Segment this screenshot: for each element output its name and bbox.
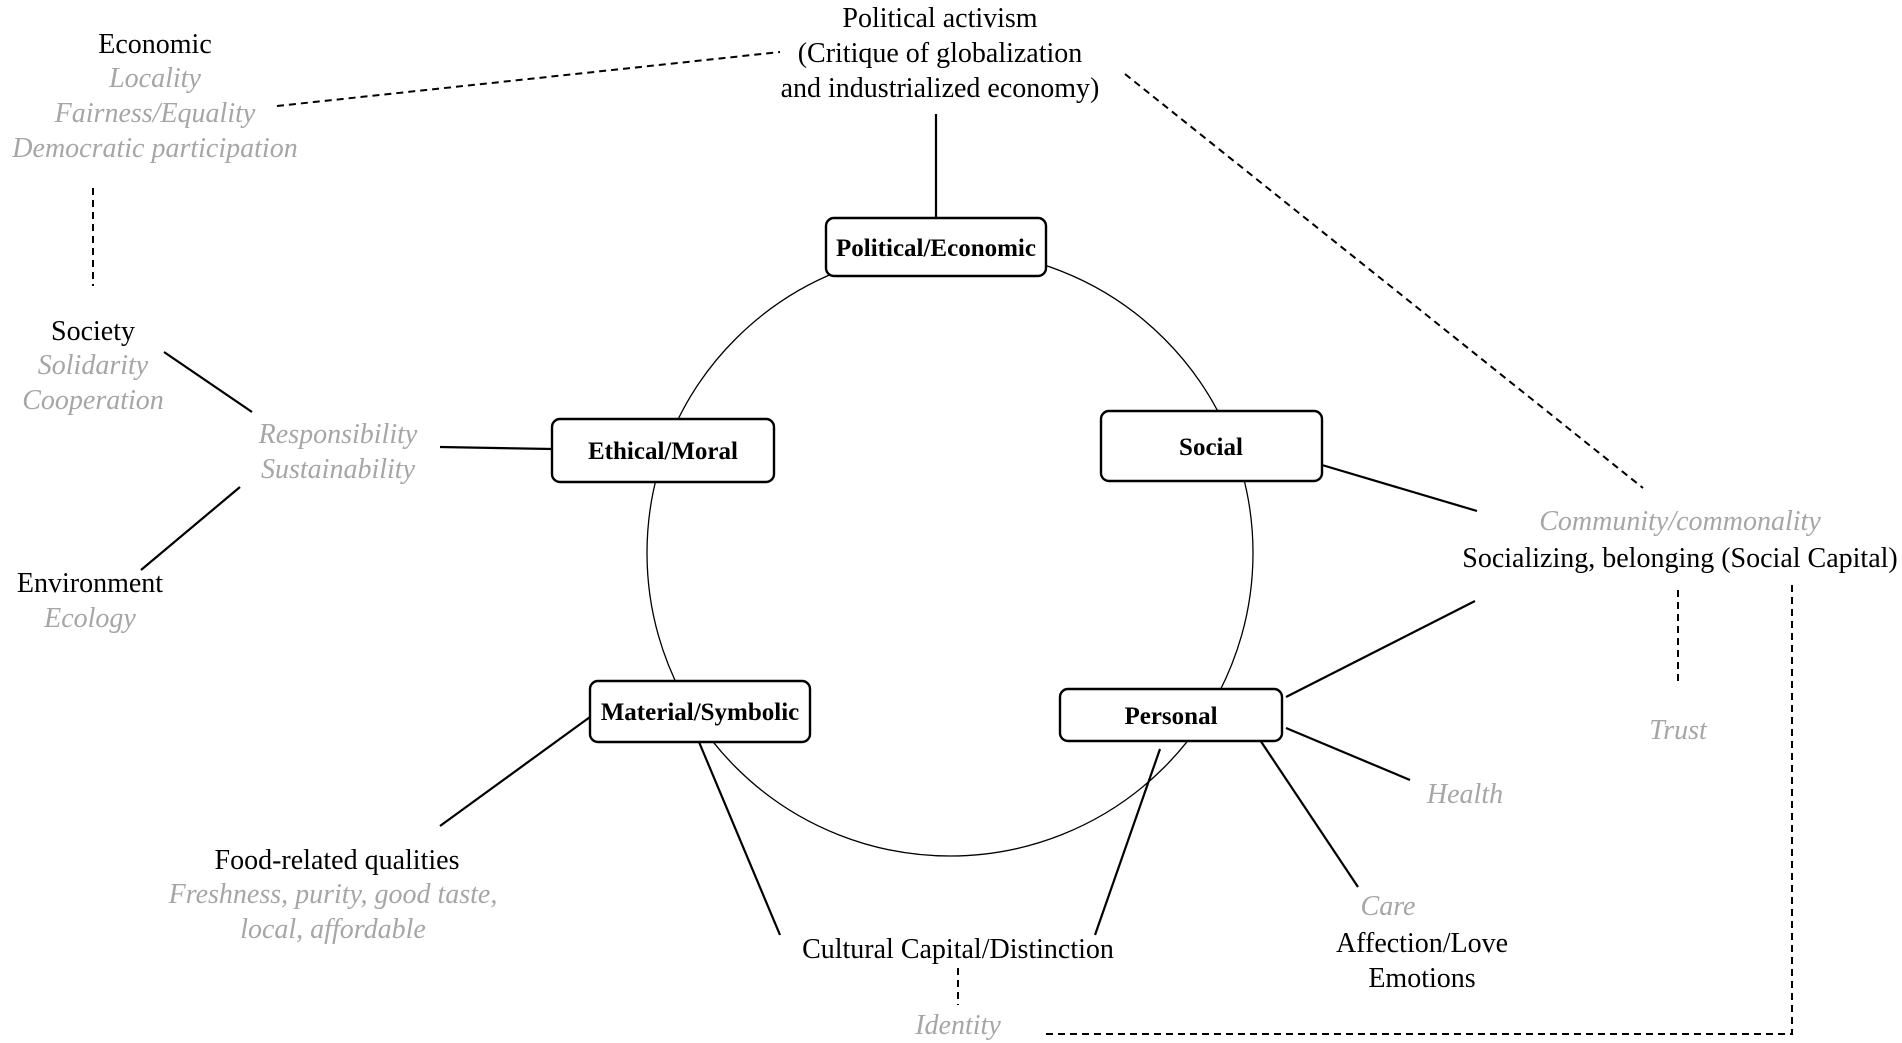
food-item: Freshness, purity, good taste, [168, 879, 498, 910]
connector-ethical-responsibility [439, 445, 553, 451]
node-personal: Personal [1058, 687, 1284, 743]
society-item: Cooperation [22, 385, 164, 416]
node-material-symbolic: Material/Symbolic [588, 679, 812, 744]
trust-label: Trust [1649, 715, 1708, 746]
node-political-economic-label: Political/Economic [836, 235, 1036, 262]
economic-item: Fairness/Equality [54, 98, 256, 129]
node-personal-label: Personal [1124, 703, 1217, 730]
care-sub: Care [1361, 891, 1416, 922]
political-activism-line3: and industrialized economy) [781, 73, 1100, 104]
connector-material-food [439, 716, 591, 827]
node-social: Social [1099, 409, 1324, 483]
node-material-symbolic-label: Material/Symbolic [601, 699, 800, 726]
connector-personal-community [1285, 600, 1476, 698]
connector-social-community [1321, 463, 1478, 513]
dashed-identity-community [1046, 583, 1793, 1035]
food-item: local, affordable [240, 914, 426, 945]
political-activism-line2: (Critique of globalization [798, 38, 1083, 69]
care-line2: Emotions [1368, 963, 1475, 994]
economic-item: Democratic participation [11, 133, 297, 164]
environment-title: Environment [17, 568, 163, 599]
responsibility-item: Sustainability [261, 454, 416, 485]
connector-responsibility-environment [140, 486, 241, 571]
environment-item: Ecology [43, 603, 136, 634]
connector-material-cultural [697, 741, 782, 936]
connector-responsibility-society [163, 351, 253, 413]
dashed-activism-community [1124, 73, 1644, 489]
connector-personal-cultural [1093, 748, 1162, 936]
connector-personal-health [1285, 726, 1411, 782]
community-sub: Community/commonality [1539, 506, 1821, 537]
political-activism-title: Political activism [842, 3, 1037, 34]
society-title: Society [51, 316, 135, 347]
health-label: Health [1426, 779, 1503, 810]
node-ethical-moral-label: Ethical/Moral [588, 438, 738, 465]
dashed-economic-activism [276, 51, 781, 107]
node-political-economic: Political/Economic [824, 216, 1048, 278]
economic-title: Economic [98, 29, 212, 60]
identity-label: Identity [914, 1010, 1001, 1041]
node-ethical-moral: Ethical/Moral [550, 417, 776, 484]
cultural-title: Cultural Capital/Distinction [802, 934, 1114, 965]
economic-item: Locality [108, 63, 201, 94]
connector-personal-care [1259, 739, 1359, 888]
community-title: Socializing, belonging (Social Capital) [1462, 543, 1897, 574]
society-item: Solidarity [38, 350, 149, 381]
care-line1: Affection/Love [1336, 928, 1508, 959]
food-title: Food-related qualities [215, 845, 460, 876]
node-social-label: Social [1179, 434, 1243, 461]
responsibility-item: Responsibility [258, 419, 418, 450]
central-circle [646, 249, 1254, 857]
